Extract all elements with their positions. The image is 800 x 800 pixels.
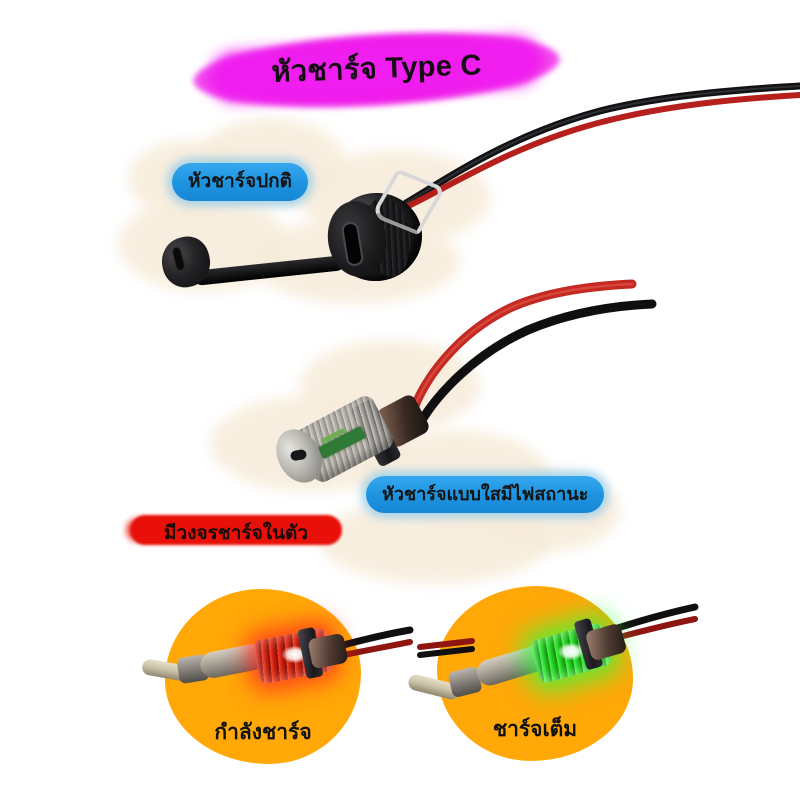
label-clear-connector: หัวชาร์จแบบใสมีไฟสถานะ bbox=[366, 476, 605, 513]
led-hotspot bbox=[558, 643, 584, 660]
product-photo-charging-red bbox=[140, 586, 414, 726]
product-photo-clear-connector bbox=[260, 278, 680, 513]
wire-pair-mid-icon bbox=[407, 279, 657, 425]
label-normal-connector: หัวชาร์จปกติ bbox=[172, 163, 308, 201]
product-photo-black-connector bbox=[150, 82, 800, 315]
label-built-in-circuit-band bbox=[130, 515, 342, 545]
caption-full: ชาร์จเต็ม bbox=[492, 718, 578, 741]
wire-pair-top-icon bbox=[397, 82, 800, 213]
caption-charging: กำลังชาร์จ bbox=[214, 721, 312, 744]
product-photo-full-green bbox=[406, 583, 699, 723]
label-built-in-circuit: มีวงจรชาร์จในตัว bbox=[164, 523, 308, 544]
